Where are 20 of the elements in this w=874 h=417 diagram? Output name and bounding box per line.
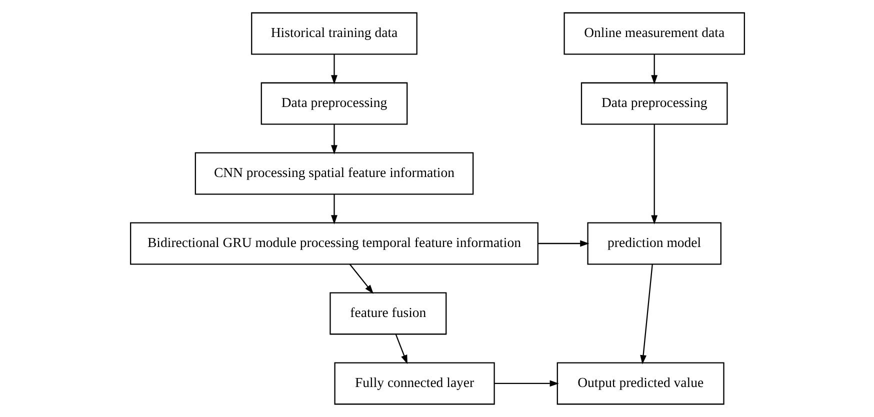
arrow bbox=[538, 240, 589, 247]
arrow bbox=[650, 54, 658, 84]
node-box: Data preprocessing bbox=[260, 82, 408, 125]
node-box: feature fusion bbox=[329, 292, 446, 335]
arrow bbox=[394, 334, 407, 364]
node-box: Data preprocessing bbox=[580, 82, 728, 125]
node-box: prediction model bbox=[586, 222, 721, 265]
arrow bbox=[348, 264, 373, 294]
node-box: Online measurement data bbox=[563, 12, 744, 55]
node-box: CNN processing spatial feature information bbox=[194, 152, 474, 195]
arrow bbox=[640, 264, 652, 364]
node-box: Fully connected layer bbox=[334, 362, 494, 405]
arrow bbox=[330, 194, 337, 224]
arrow bbox=[330, 54, 337, 84]
node-box: Bidirectional GRU module processing temporal feature information bbox=[130, 222, 538, 265]
node-box: Output predicted value bbox=[556, 362, 724, 405]
arrow bbox=[650, 124, 658, 224]
arrow bbox=[494, 380, 558, 387]
arrow bbox=[330, 124, 337, 154]
node-box: Historical training data bbox=[250, 12, 417, 55]
